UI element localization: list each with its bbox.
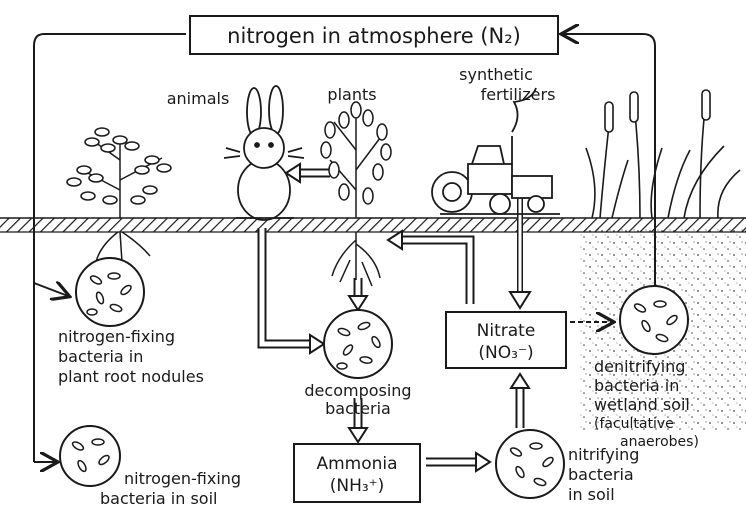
nitrifying-caption-line2: bacteria [568, 465, 634, 484]
ground-surface [0, 218, 746, 232]
decomposing-bacteria-circle [324, 310, 392, 378]
nitrifying-bacteria-circle [496, 430, 564, 498]
nitrate-label: Nitrate [477, 321, 536, 341]
tractor-drawing [432, 88, 560, 214]
arrow-atmosphere-to-root-nodules [34, 34, 186, 462]
root-nodule-caption-line1: nitrogen-fixing [58, 327, 175, 346]
nitrate-formula: (NO₃⁻) [478, 343, 533, 363]
nitrogen-fixing-plant-drawing [67, 128, 171, 262]
root-nodule-caption-line2: bacteria in [58, 347, 143, 366]
wetland-reeds-drawing [586, 90, 740, 218]
rabbit-drawing [224, 86, 304, 220]
nitrifying-caption-line3: in soil [568, 485, 615, 504]
soil-fixing-caption-line1: nitrogen-fixing [124, 469, 241, 488]
synthetic-fertilizers-label-line1: synthetic [459, 65, 533, 84]
plants-label: plants [327, 85, 376, 104]
denitrifying-caption-line1: denitrifying [594, 357, 685, 376]
arrow-to-root-nodules [34, 283, 68, 296]
animals-label: animals [167, 89, 230, 108]
root-nodule-bacteria-circle [76, 258, 144, 326]
atmosphere-label: nitrogen in atmosphere (N₂) [227, 24, 521, 48]
nitrifying-caption-line1: nitrifying [568, 445, 639, 464]
plant-drawing [321, 102, 391, 286]
ammonia-formula: (NH₃⁺) [330, 476, 385, 496]
denitrifying-bacteria-circle [620, 286, 688, 354]
denitrifying-caption-line2: bacteria in [594, 376, 679, 395]
root-nodule-caption-line3: plant root nodules [58, 367, 204, 386]
ammonia-label: Ammonia [316, 454, 397, 474]
denitrifying-caption-line4: (facultative [594, 416, 674, 432]
soil-fixing-bacteria-circle [60, 426, 120, 486]
soil-fixing-caption-line2: bacteria in soil [100, 489, 217, 508]
decomposing-caption-line1: decomposing [304, 381, 411, 400]
synthetic-fertilizers-label-line2: fertilizers [481, 85, 556, 104]
decomposing-caption-line2: bacteria [325, 399, 391, 418]
denitrifying-caption-line3: wetland soil [594, 395, 690, 414]
